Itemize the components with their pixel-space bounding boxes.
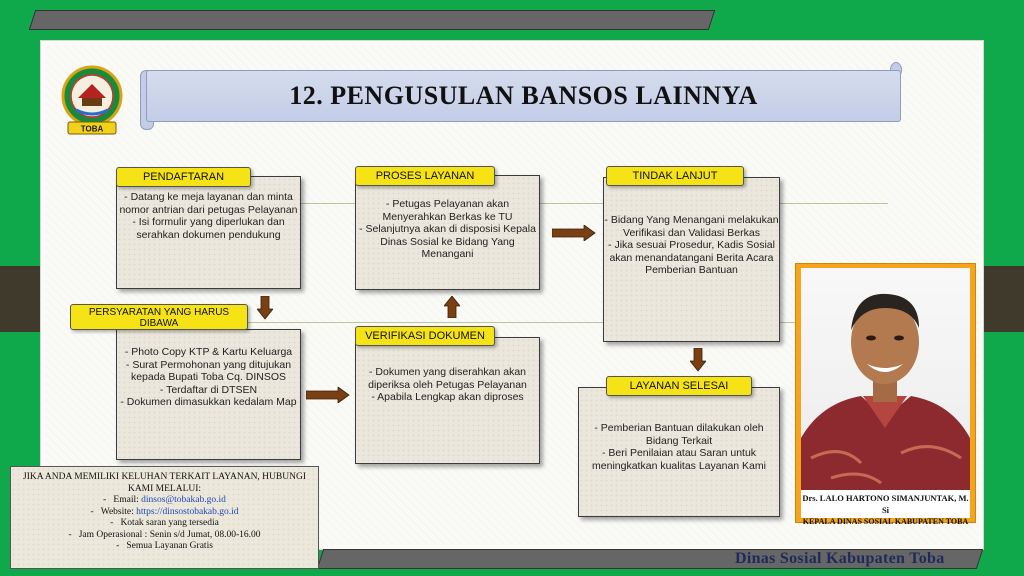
arrow-right-icon	[306, 387, 350, 403]
contact-suggestion: - Kotak saran yang tersedia	[110, 518, 219, 528]
list-item: Selanjutnya akan di disposisi Kepala Din…	[356, 223, 539, 261]
contact-heading: JIKA ANDA MEMILIKI KELUHAN TERKAIT LAYAN…	[23, 472, 306, 494]
list-item: Beri Penilaian atau Saran untuk meningka…	[579, 447, 779, 472]
proses-box: Petugas Pelayanan akan Menyerahkan Berka…	[355, 175, 540, 290]
page-title: 12. PENGUSULAN BANSOS LAINNYA	[289, 81, 758, 110]
persyaratan-box: Photo Copy KTP & Kartu Keluarga Surat Pe…	[116, 329, 301, 460]
arrow-right-icon	[552, 225, 596, 241]
contact-free: - Semua Layanan Gratis	[116, 541, 213, 551]
website-link[interactable]: https://dinsostobakab.go.id	[136, 506, 239, 517]
list-item: Isi formulir yang diperlukan dan serahka…	[117, 216, 300, 241]
layanan-selesai-label: LAYANAN SELESAI	[606, 376, 752, 396]
list-item: Apabila Lengkap akan diproses	[356, 391, 539, 404]
toba-logo-icon: TOBA	[61, 65, 123, 135]
official-name: Drs. LALO HARTONO SIMANJUNTAK, M. Si	[802, 493, 969, 515]
arrow-down-icon	[690, 348, 706, 372]
verifikasi-label: VERIFIKASI DOKUMEN	[355, 326, 495, 346]
title-banner: 12. PENGUSULAN BANSOS LAINNYA	[146, 70, 901, 122]
official-position: KEPALA DINAS SOSIAL KABUPATEN TOBA	[802, 517, 969, 526]
list-item: Photo Copy KTP & Kartu Keluarga	[117, 346, 300, 359]
persyaratan-label: PERSYARATAN YANG HARUS DIBAWA	[70, 304, 248, 330]
layanan-selesai-box: Pemberian Bantuan dilakukan oleh Bidang …	[578, 387, 780, 517]
official-nameplate: Drs. LALO HARTONO SIMANJUNTAK, M. Si KEP…	[801, 490, 970, 526]
contact-box: JIKA ANDA MEMILIKI KELUHAN TERKAIT LAYAN…	[10, 466, 319, 569]
list-item: Surat Permohonan yang ditujukan kepada B…	[117, 359, 300, 384]
verifikasi-box: Dokumen yang diserahkan akan diperiksa o…	[355, 337, 540, 464]
list-item: Jika sesuai Prosedur, Kadis Sosial akan …	[604, 239, 779, 277]
proses-label: PROSES LAYANAN	[355, 166, 495, 186]
guide-line	[128, 322, 888, 323]
official-portrait-icon	[801, 293, 970, 490]
pendaftaran-box: Datang ke meja layanan dan minta nomor a…	[116, 176, 301, 289]
tindak-lanjut-box: Bidang Yang Menangani melakukan Verifika…	[603, 177, 780, 342]
top-decorative-bar	[28, 10, 716, 30]
list-item: Petugas Pelayanan akan Menyerahkan Berka…	[356, 198, 539, 223]
list-item: Terdaftar di DTSEN	[117, 384, 300, 397]
list-item: Dokumen yang diserahkan akan diperiksa o…	[356, 366, 539, 391]
email-link[interactable]: dinsos@tobakab.go.id	[141, 495, 226, 505]
footer-title: Dinas Sosial Kabupaten Toba	[735, 550, 945, 567]
contact-hours: - Jam Operasional : Senin s/d Jumat, 08.…	[68, 529, 261, 540]
contact-website-line: - Website: https://dinsostobakab.go.id	[90, 506, 239, 517]
svg-text:TOBA: TOBA	[81, 125, 104, 134]
list-item: Dokumen dimasukkan kedalam Map	[117, 396, 300, 409]
official-photo	[801, 268, 970, 490]
list-item: Datang ke meja layanan dan minta nomor a…	[117, 191, 300, 216]
pendaftaran-label: PENDAFTARAN	[116, 167, 251, 187]
arrow-down-icon	[257, 296, 273, 320]
contact-email-line: - Email: dinsos@tobakab.go.id	[103, 495, 226, 505]
list-item: Pemberian Bantuan dilakukan oleh Bidang …	[579, 422, 779, 447]
tindak-lanjut-label: TINDAK LANJUT	[606, 166, 744, 186]
arrow-up-icon	[444, 296, 460, 318]
list-item: Bidang Yang Menangani melakukan Verifika…	[604, 214, 779, 239]
